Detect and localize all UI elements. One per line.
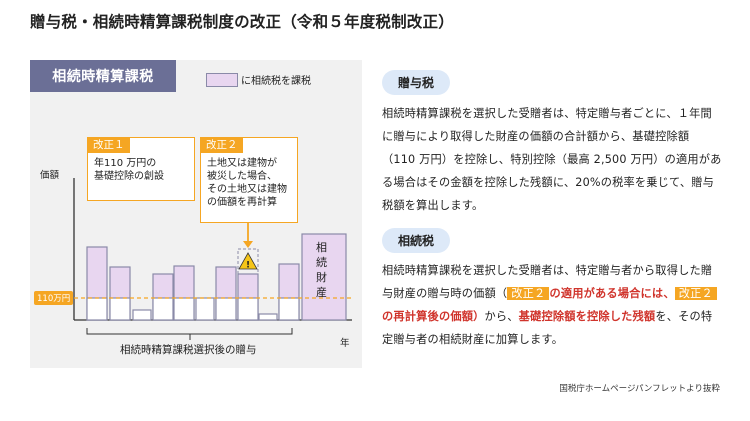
bar-deduction (173, 297, 195, 321)
revision2-inline-badge: 改正２ (674, 287, 717, 300)
bar-deduction (86, 297, 108, 321)
bar-small (132, 309, 152, 321)
revision2-line: その土地又は建物 (207, 184, 287, 195)
page-title: 贈与税・相続時精算課税制度の改正（令和５年度税制改正） (30, 13, 454, 31)
gift-tax-heading: 贈与税 (382, 70, 451, 95)
inheritance-text: から、 (484, 310, 519, 323)
revision1-badge: 改正１ (88, 138, 130, 153)
legend-swatch (206, 72, 238, 87)
x-axis-label: 年 (340, 338, 350, 349)
diagram-header: 相続時精算課税 (30, 60, 176, 92)
threshold-label: 110万円 (34, 291, 74, 305)
inheritance-text: 相続時精算課税を選択した受贈者は、特定贈与者から取得した贈与財産の贈与時の価額（ (382, 264, 713, 300)
estate-label: 相続財産 (316, 241, 327, 299)
bar-deduction (278, 297, 300, 321)
revision1-line: 年110 万円の (94, 158, 157, 169)
revision2-line: の価額を再計算 (207, 197, 277, 208)
revision2-box: 改正２ 土地又は建物が 被災した場合、 その土地又は建物 の価額を再計算 (200, 137, 298, 223)
bar-deduction (152, 297, 174, 321)
legend: に相続税を課税 (206, 72, 311, 87)
revision2-line: 土地又は建物が (207, 158, 277, 169)
inheritance-highlight: 基礎控除額を控除した残額 (518, 310, 656, 323)
bar-deduction (237, 297, 259, 321)
revision2-inline-badge: 改正２ (507, 287, 550, 300)
diagram-panel: 相続時精算課税 に相続税を課税 (30, 60, 362, 368)
gift-tax-body: 相続時精算課税を選択した受贈者は、特定贈与者ごとに、１年間に贈与により取得した財… (382, 107, 722, 212)
bar-deduction (215, 297, 237, 321)
revaluation-box (237, 248, 259, 275)
svg-text:!: ! (246, 261, 250, 271)
inheritance-highlight: の再計算後の価額） (382, 310, 485, 323)
bar-deduction (109, 297, 131, 321)
source-note: 国税庁ホームページパンフレットより抜粋 (559, 384, 720, 394)
legend-label: に相続税を課税 (241, 76, 311, 87)
revision2-line: 被災した場合、 (207, 171, 277, 182)
inheritance-highlight: の適用がある場合には、 (549, 287, 675, 300)
revision2-badge: 改正２ (201, 138, 243, 153)
gift-chart: ! (73, 178, 352, 340)
gift-bars (86, 233, 347, 321)
revision1-box: 改正１ 年110 万円の 基礎控除の創設 (87, 137, 195, 201)
revision1-line: 基礎控除の創設 (94, 171, 164, 182)
estate-bar (301, 233, 347, 321)
inheritance-tax-body: 相続時精算課税を選択した受贈者は、特定贈与者から取得した贈与財産の贈与時の価額（… (382, 259, 722, 351)
bar-small (258, 313, 278, 321)
inheritance-tax-heading: 相続税 (382, 228, 451, 253)
inheritance-text: を、その特定贈与者の相続財産に加算します。 (382, 310, 713, 346)
bar-small (195, 297, 215, 321)
warning-triangle-icon (238, 252, 258, 270)
y-axis-label: 価額 (40, 170, 60, 181)
bracket-label: 相続時精算課税選択後の贈与 (120, 344, 257, 356)
